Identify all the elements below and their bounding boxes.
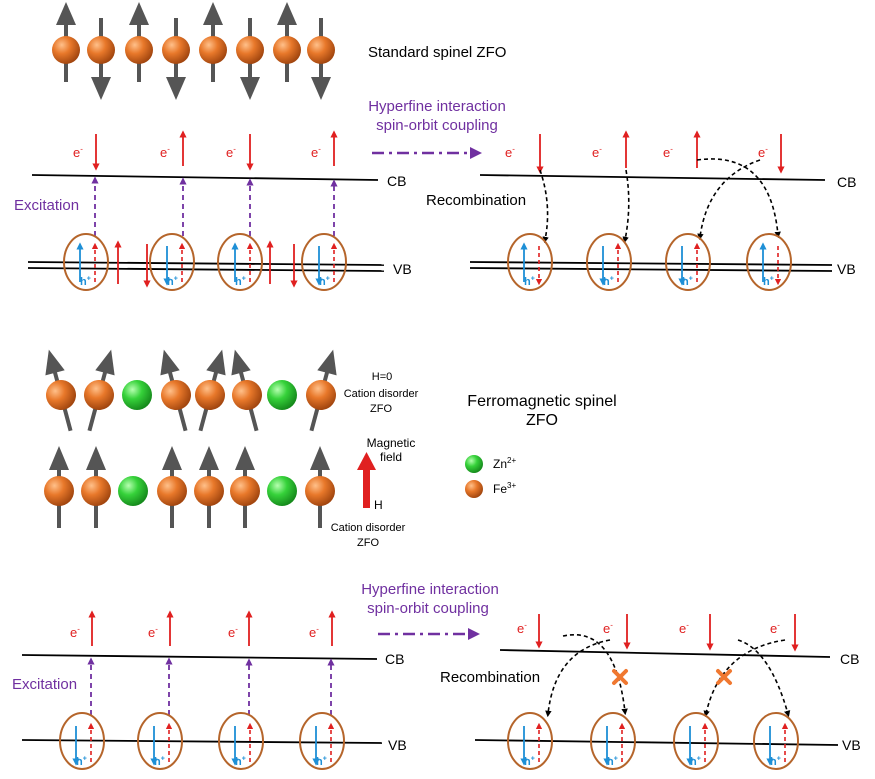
hole-label: h+: [607, 755, 618, 768]
top-left-hole-pairs: [63, 233, 347, 291]
hole-label: h+: [235, 755, 246, 768]
cb-label: CB: [387, 173, 407, 189]
cb-label: CB: [837, 174, 857, 190]
electron-label: e-: [70, 624, 80, 640]
magnetic-field-arrow: [357, 452, 376, 508]
title-standard-spinel: Standard spinel ZFO: [368, 44, 507, 61]
hole-label: h+: [603, 275, 614, 288]
hole-label: h+: [690, 755, 701, 768]
electron-label: e-: [770, 620, 780, 636]
electron-label: e-: [592, 144, 602, 160]
hole-label: h+: [524, 755, 535, 768]
ferro-spin-chain-b: [44, 446, 335, 528]
transition-arrow-top: [372, 147, 482, 159]
bottom-right-electron-spins: [535, 614, 799, 652]
electron-label: e-: [505, 144, 515, 160]
electron-label: e-: [517, 620, 527, 636]
recombination-label: Recombination: [426, 192, 527, 209]
electron-label: e-: [309, 624, 319, 640]
electron-label: e-: [160, 144, 170, 160]
legend-fe-label: Fe3+: [493, 481, 517, 496]
electron-label: e-: [679, 620, 689, 636]
top-right-hole-pairs: [507, 233, 792, 291]
vb-label: VB: [842, 737, 861, 753]
bottom-left-electron-spins: [88, 610, 336, 646]
top-right-bands: [469, 174, 833, 272]
standard-spin-chain: [52, 2, 335, 100]
hole-label: h+: [682, 275, 693, 288]
hole-label: h+: [235, 275, 246, 288]
electron-label: e-: [228, 624, 238, 640]
h-label: H: [374, 498, 383, 512]
vb-label: VB: [393, 261, 412, 277]
zfo-label: ZFO: [370, 403, 392, 415]
electron-label: e-: [758, 144, 768, 160]
electron-label: e-: [73, 144, 83, 160]
excitation-label-bottom: Excitation: [12, 676, 78, 693]
legend-zn-ball: [465, 455, 483, 473]
electron-label: e-: [148, 624, 158, 640]
magnetic-field-label: Magnetic field: [366, 436, 416, 464]
electron-label: e-: [663, 144, 673, 160]
bottom-right-hole-pairs: [507, 712, 799, 770]
vb-label: VB: [837, 261, 856, 277]
cb-label: CB: [385, 651, 405, 667]
cation-disorder-label: Cation disorder: [343, 388, 419, 400]
hyperfine-label-bottom: Hyperfine interaction: [361, 581, 499, 598]
cation-disorder-label-bottom: Cation disorder: [330, 522, 406, 534]
hole-label: h+: [763, 275, 774, 288]
ferro-spin-chain-a: [45, 349, 337, 432]
bottom-right-recombination-arrows: [545, 634, 791, 718]
zfo-label-bottom: ZFO: [357, 537, 379, 549]
h-zero-label: H=0: [371, 371, 393, 383]
hole-label: h+: [80, 275, 91, 288]
bottom-left-bands: [21, 654, 383, 744]
excitation-label: Excitation: [14, 197, 80, 214]
top-right-recombination-arrows: [539, 158, 781, 244]
recombination-label-bottom: Recombination: [440, 669, 541, 686]
hole-label: h+: [167, 275, 178, 288]
blocked-cross-icon: [612, 669, 732, 685]
transition-arrow-bottom: [378, 628, 480, 640]
bottom-right-bands: [474, 649, 839, 746]
hole-label: h+: [154, 755, 165, 768]
hole-label: h+: [524, 275, 535, 288]
spin-orbit-label-top: spin-orbit coupling: [376, 117, 498, 134]
top-right-electron-spins: [536, 130, 785, 174]
hole-label: h+: [770, 755, 781, 768]
hole-label: h+: [319, 275, 330, 288]
hole-label: h+: [76, 755, 87, 768]
cb-label: CB: [840, 651, 860, 667]
top-left-excitation-arrows: [91, 176, 338, 236]
top-left-bands: [27, 174, 385, 272]
vb-label: VB: [388, 737, 407, 753]
bottom-left-excitation-arrows: [87, 657, 335, 715]
electron-label: e-: [311, 144, 321, 160]
spin-orbit-label-bottom: spin-orbit coupling: [367, 600, 489, 617]
hyperfine-label-top: Hyperfine interaction: [368, 98, 506, 115]
hole-label: h+: [316, 755, 327, 768]
title-ferromagnetic-spinel: Ferromagnetic spinel ZFO: [467, 393, 617, 429]
legend-fe-ball: [465, 480, 483, 498]
top-left-electron-spins: [92, 130, 338, 171]
electron-label: e-: [226, 144, 236, 160]
electron-label: e-: [603, 620, 613, 636]
bottom-left-hole-pairs: [59, 712, 345, 770]
legend-zn-label: Zn2+: [493, 456, 517, 471]
